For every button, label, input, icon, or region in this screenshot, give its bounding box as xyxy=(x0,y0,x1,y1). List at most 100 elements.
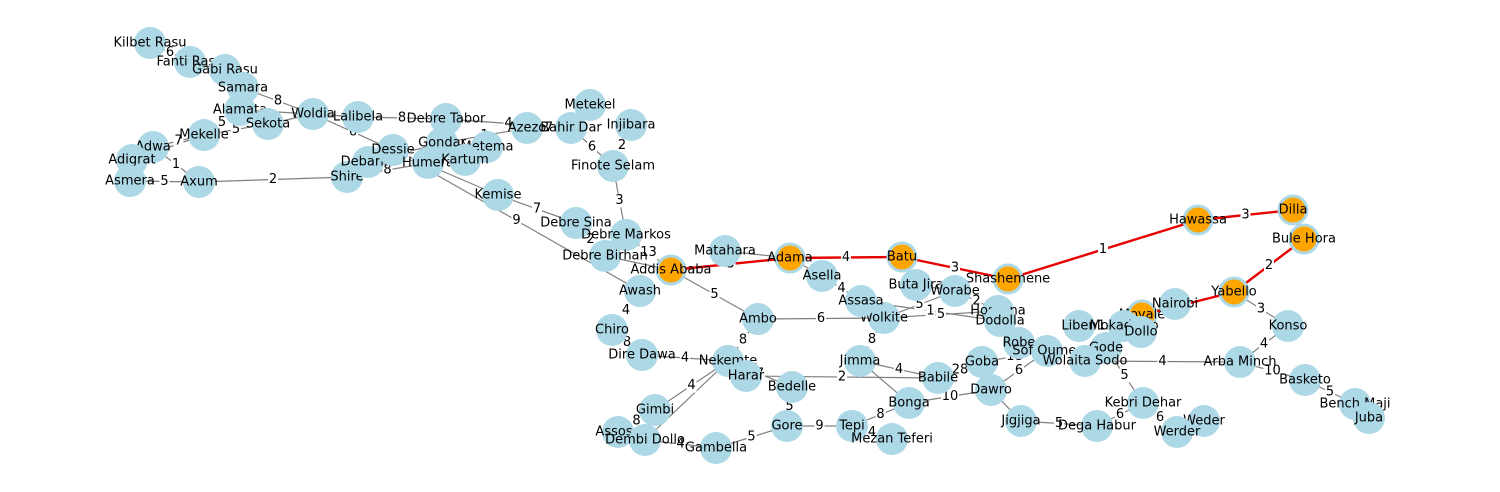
svg-text:3: 3 xyxy=(615,193,623,208)
svg-text:4: 4 xyxy=(837,281,845,296)
edge-weight-label: 5 xyxy=(1054,416,1064,431)
node-label: Debre Markos xyxy=(581,228,671,243)
edge-weight-label: 6 xyxy=(165,45,175,60)
node-label: Adama xyxy=(767,251,813,266)
node-circle xyxy=(297,98,329,130)
edge-weight-label: 2 xyxy=(268,172,278,187)
svg-text:8: 8 xyxy=(739,333,747,348)
edge-weight-label: 6 xyxy=(1115,407,1125,422)
node-label: Adigrat xyxy=(108,153,155,168)
svg-text:9: 9 xyxy=(512,213,520,228)
node-jimma: Jimma xyxy=(839,345,880,377)
node-harar: Harar xyxy=(728,360,765,392)
svg-text:4: 4 xyxy=(622,303,630,318)
node-matahara: Matahara xyxy=(694,235,756,267)
node-label: Asella xyxy=(803,269,842,284)
edge-weight-label: 4 xyxy=(503,116,514,131)
svg-text:8: 8 xyxy=(274,94,282,109)
svg-text:4: 4 xyxy=(1158,354,1166,369)
svg-text:6: 6 xyxy=(588,140,596,155)
svg-text:1: 1 xyxy=(1099,242,1107,257)
node-label: Shashemene xyxy=(966,272,1050,287)
svg-text:2: 2 xyxy=(1265,258,1273,273)
node-circle xyxy=(939,275,971,307)
node-circle xyxy=(893,387,925,419)
edge-weight-label: 1 xyxy=(1096,319,1107,334)
edge-weight-label: 5 xyxy=(231,122,241,137)
node-circle xyxy=(1218,276,1250,308)
node-adama: Adama xyxy=(767,242,813,274)
svg-text:2: 2 xyxy=(972,294,980,309)
node-finote-selam: Finote Selam xyxy=(571,150,655,182)
svg-text:6: 6 xyxy=(1156,410,1164,425)
svg-text:1: 1 xyxy=(1097,319,1105,334)
node-liben: Liben xyxy=(1061,310,1097,342)
edge-weight-label: 6 xyxy=(816,311,826,326)
svg-text:5: 5 xyxy=(1055,416,1063,431)
node-circle xyxy=(1005,405,1037,437)
edge-weight-label: 6 xyxy=(1014,363,1024,378)
node-label: Axum xyxy=(180,175,218,190)
node-bonga: Bonga xyxy=(888,387,930,419)
edge-weight-label: 7 xyxy=(173,134,184,149)
node-circle xyxy=(574,89,606,121)
node-label: Debre Sina xyxy=(540,216,612,231)
node-basketo: Basketo xyxy=(1279,364,1331,396)
node-circle xyxy=(1224,346,1256,378)
node-label: Werder xyxy=(1154,425,1201,440)
edge-weight-label: 8 xyxy=(273,94,283,109)
node-shashemene: Shashemene xyxy=(966,263,1050,295)
node-circle xyxy=(134,27,166,59)
node-label: Matahara xyxy=(694,244,756,259)
node-circle xyxy=(1277,194,1309,226)
node-label: Hawassa xyxy=(1169,213,1227,228)
node-label: Asmera xyxy=(105,174,155,189)
svg-text:5: 5 xyxy=(937,307,945,322)
node-circle xyxy=(1188,405,1220,437)
svg-text:5: 5 xyxy=(160,174,168,189)
node-circle xyxy=(560,207,592,239)
node-label: Ambo xyxy=(739,312,777,327)
svg-text:9: 9 xyxy=(815,419,823,434)
edge-weight-label: 5 xyxy=(746,430,757,445)
node-circle xyxy=(352,146,384,178)
node-sof-oumer: Sof Oumer xyxy=(1012,335,1082,367)
edge-weight-label: 8 xyxy=(622,335,632,350)
edge-weight-label: 4 xyxy=(1259,337,1269,352)
node-label: Weder xyxy=(1183,414,1225,429)
node-weder: Weder xyxy=(1183,405,1225,437)
node-label: Dawro xyxy=(970,383,1012,398)
node-buta-jira: Buta Jira xyxy=(888,269,944,301)
svg-text:6: 6 xyxy=(1015,363,1023,378)
node-circle xyxy=(629,424,661,456)
node-label: Chiro xyxy=(595,323,629,338)
node-label: Dega Habur xyxy=(1058,419,1137,434)
node-label: Juba xyxy=(1354,411,1383,426)
edge-weight-label: 8 xyxy=(867,332,877,347)
node-goba: Goba xyxy=(965,346,999,378)
node-circle xyxy=(626,339,658,371)
node-label: Humera xyxy=(402,156,454,171)
edge-weight-label: 2 xyxy=(837,370,847,385)
edge-weight-label: 8 xyxy=(382,163,393,178)
node-label: Robe xyxy=(1003,336,1036,351)
node-addis-ababa: Addis Ababa xyxy=(630,254,712,286)
node-circle xyxy=(1031,335,1063,367)
node-injibara: Injibara xyxy=(607,109,655,141)
node-bahir-dar: Bahir Dar xyxy=(540,112,602,144)
node-sekota: Sekota xyxy=(246,108,290,140)
edge-weight-label: 8 xyxy=(397,111,407,126)
node-label: Gore xyxy=(771,419,802,434)
svg-text:3: 3 xyxy=(1257,302,1265,317)
node-circle xyxy=(776,371,808,403)
node-label: Konso xyxy=(1269,319,1308,334)
edge-weight-label: 7 xyxy=(532,202,542,217)
node-circle xyxy=(742,303,774,335)
node-circle xyxy=(639,394,671,426)
svg-text:2: 2 xyxy=(618,138,626,153)
svg-text:4: 4 xyxy=(676,437,684,452)
node-circle xyxy=(377,134,409,166)
node-debre-birhan: Debre Birhan xyxy=(562,240,648,272)
node-circle xyxy=(589,240,621,272)
